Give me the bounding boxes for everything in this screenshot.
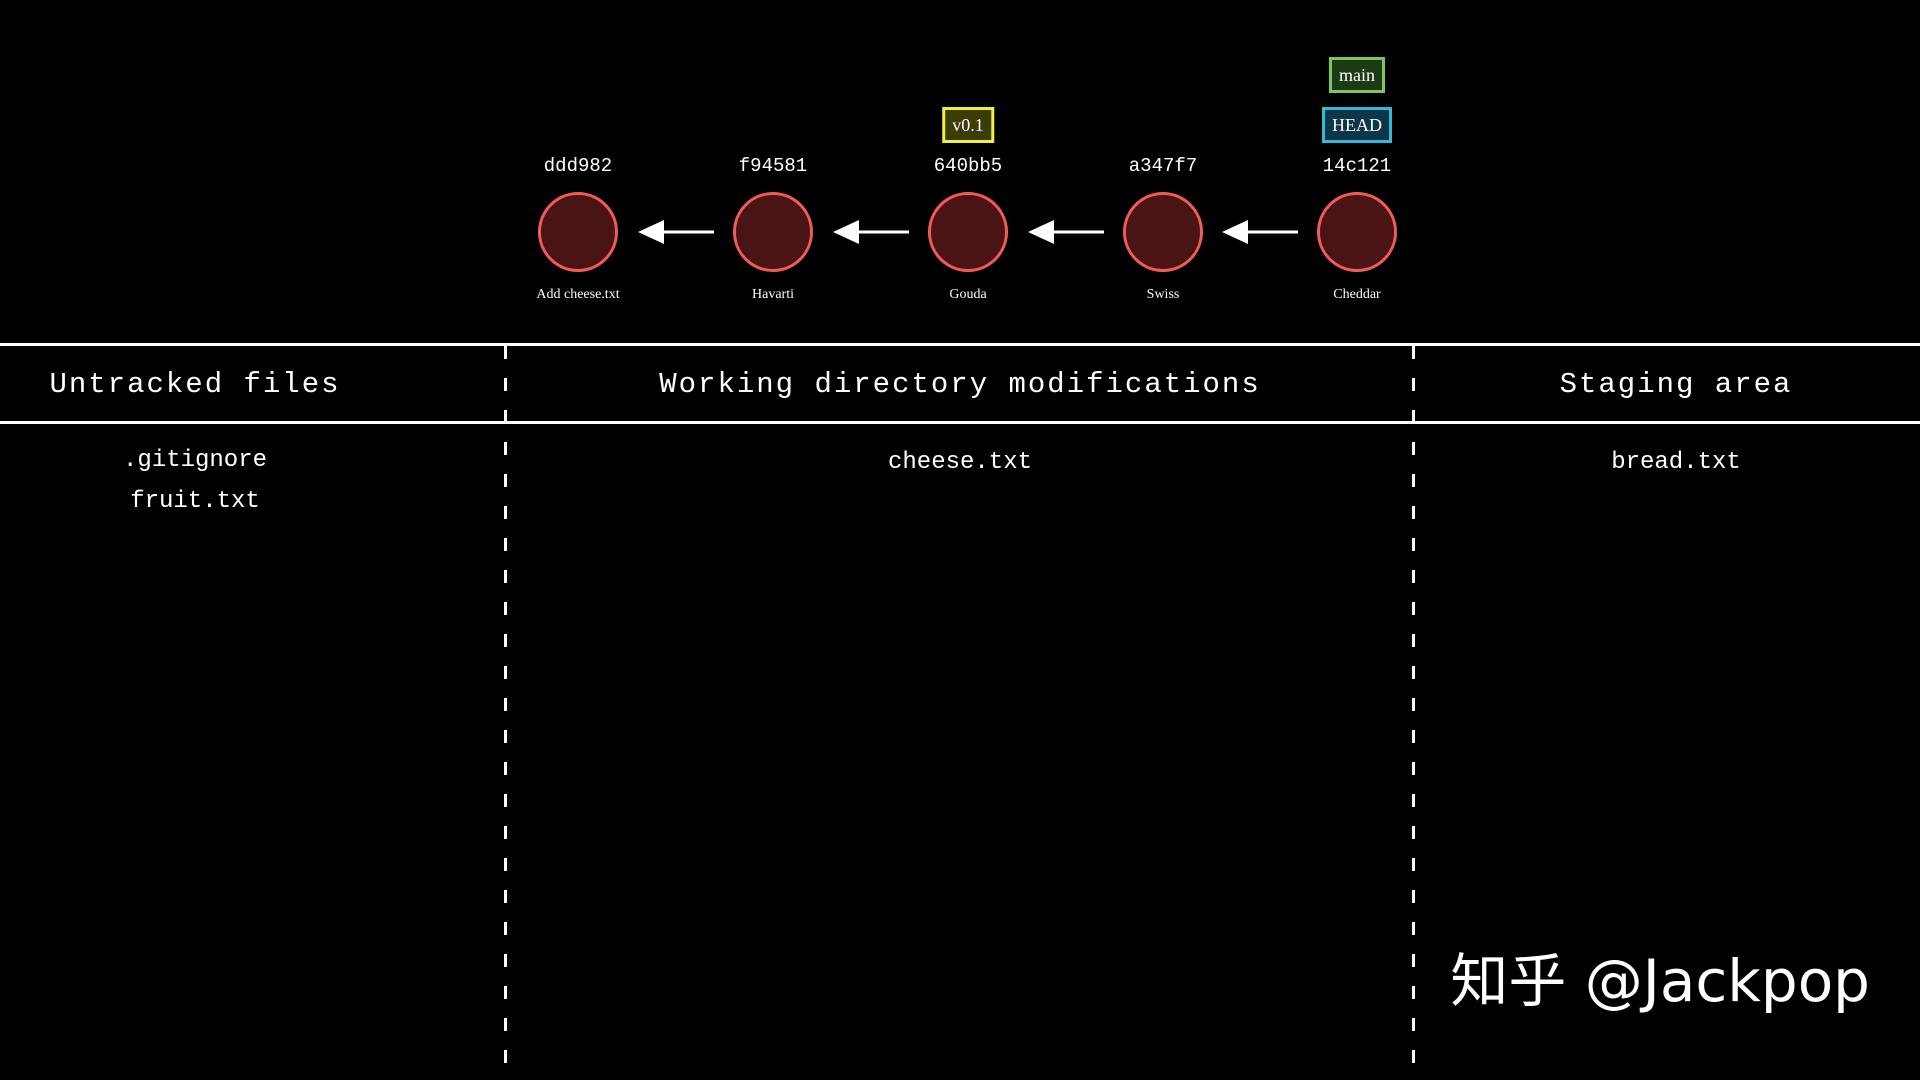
column-divider (1412, 346, 1415, 1080)
commit-node[interactable] (733, 192, 813, 272)
commit-message: Add cheese.txt (536, 287, 620, 302)
staging-area-files-list: bread.txt (1416, 442, 1920, 483)
commit-hash: f94581 (738, 155, 808, 177)
parent-arrow (833, 220, 909, 244)
commit-node[interactable] (538, 192, 618, 272)
commit-node[interactable] (1317, 192, 1397, 272)
commit-hash: 14c121 (1322, 155, 1392, 177)
commit-node[interactable] (928, 192, 1008, 272)
list-item[interactable]: .gitignore (122, 447, 268, 474)
panel-top-divider (0, 343, 1920, 346)
column-divider (504, 346, 507, 1080)
staging-area-header: Staging area (1559, 368, 1793, 401)
list-item[interactable]: bread.txt (1611, 449, 1741, 476)
commit-message: Cheddar (1333, 287, 1381, 302)
parent-arrow (638, 220, 714, 244)
watermark: 知乎 @Jackpop (1450, 947, 1870, 1015)
commit-message: Havarti (752, 287, 794, 302)
commit-message: Swiss (1146, 287, 1180, 302)
working-directory-header: Working directory modifications (659, 368, 1261, 401)
commit-hash: ddd982 (543, 155, 613, 177)
commit-message: Gouda (949, 287, 987, 302)
untracked-files-list: .gitignore fruit.txt (0, 440, 390, 522)
commit-node[interactable] (1123, 192, 1203, 272)
untracked-files-header: Untracked files (49, 368, 341, 401)
commit-hash: 640bb5 (933, 155, 1003, 177)
parent-arrow (1222, 220, 1298, 244)
working-directory-files-list: cheese.txt (508, 442, 1412, 483)
parent-arrow (1028, 220, 1104, 244)
list-item[interactable]: fruit.txt (130, 488, 260, 515)
tag-label-v0-1: v0.1 (942, 107, 994, 143)
list-item[interactable]: cheese.txt (887, 449, 1033, 476)
panel-header-divider (0, 421, 1920, 424)
head-label: HEAD (1322, 107, 1392, 143)
branch-label-main: main (1329, 57, 1385, 93)
commit-hash: a347f7 (1128, 155, 1198, 177)
